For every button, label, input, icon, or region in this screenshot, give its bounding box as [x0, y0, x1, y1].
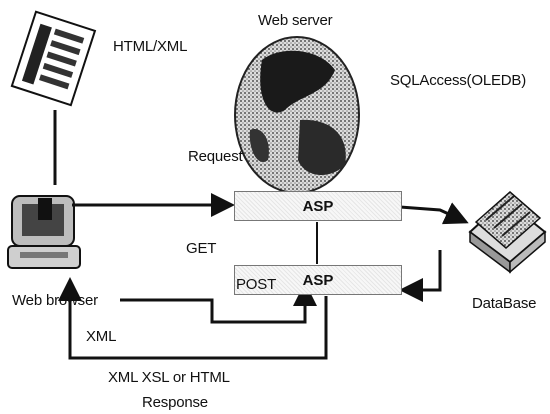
computer-icon: [7, 195, 81, 269]
server-globe-icon: [234, 36, 360, 194]
web-server-label: Web server: [258, 12, 333, 29]
post-label: POST: [236, 276, 277, 293]
get-label: GET: [186, 240, 217, 257]
document-icon: [10, 10, 97, 107]
asp-bottom-label: ASP: [302, 272, 334, 289]
xml-label: XML: [86, 328, 117, 345]
sql-access-label: SQLAccess(OLEDB): [390, 72, 527, 89]
request-label: Request: [188, 148, 243, 165]
asp-to-database-arrow: [399, 202, 469, 225]
database-icon: [468, 191, 547, 274]
html-xml-label: HTML/XML: [113, 38, 188, 55]
post-arrow: [120, 282, 317, 324]
asp-box-top: ASP: [234, 191, 402, 221]
asp-box-bottom: ASP: [234, 265, 402, 295]
database-label: DataBase: [472, 295, 537, 312]
response-label: Response: [142, 394, 208, 411]
database-to-asp-arrow: [399, 250, 442, 302]
response-arrow: [58, 277, 328, 360]
web-browser-label: Web browser: [12, 292, 98, 309]
response-formats-label: XML XSL or HTML: [108, 369, 230, 386]
asp-top-label: ASP: [302, 198, 334, 215]
